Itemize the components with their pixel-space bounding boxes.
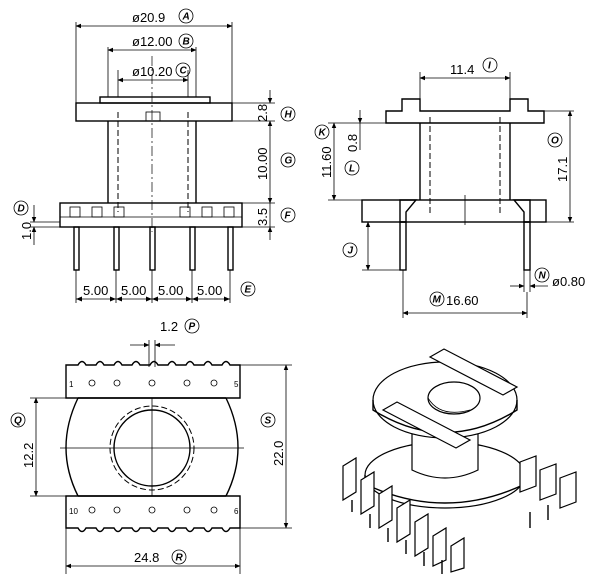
dim-pin-diameter: ø0.80	[552, 274, 585, 289]
tag-m: M	[433, 295, 442, 306]
tag-j: J	[348, 246, 354, 257]
pin-label-1: 1	[69, 380, 74, 389]
dim-pitch-3: 5.00	[158, 283, 183, 298]
bottom-comb-holes	[88, 506, 218, 514]
dim-width: 12.2	[21, 443, 36, 468]
tag-i: I	[488, 61, 491, 72]
dim-pitch-1: 5.00	[83, 283, 108, 298]
tag-a: A	[182, 12, 190, 23]
tag-n: N	[539, 271, 547, 282]
dim-slot: 1.2	[160, 319, 178, 334]
dim-outer-diameter: ø20.9	[132, 10, 165, 25]
tag-o: O	[551, 136, 559, 147]
pin-label-10: 10	[69, 507, 78, 516]
dim-top-width: 11.4	[450, 62, 474, 77]
tag-l: L	[349, 164, 355, 175]
dim-winding-height: 10.00	[255, 147, 270, 180]
tag-b: B	[183, 37, 190, 48]
pin-label-6: 6	[234, 507, 239, 516]
dim-pin-standoff: 1.0	[19, 222, 34, 240]
dim-wall: 0.8	[345, 134, 360, 152]
dim-core-inner: ø10.20	[132, 64, 172, 79]
tag-c: C	[180, 66, 188, 77]
tag-f: F	[285, 211, 292, 222]
pin-label-5: 5	[234, 380, 239, 389]
tag-h: H	[285, 110, 293, 121]
iso-right-tabs	[519, 455, 577, 509]
tag-k: K	[319, 128, 327, 139]
dim-pitch-2: 5.00	[121, 283, 146, 298]
top-comb-holes	[88, 379, 218, 387]
iso-pins	[351, 500, 549, 574]
tag-r: R	[176, 553, 184, 564]
base-slots	[60, 206, 242, 218]
dim-core-outer: ø12.00	[132, 34, 172, 49]
tag-g: G	[285, 156, 293, 167]
tag-d: D	[18, 204, 25, 215]
dim-pin-span: 16.60	[446, 293, 479, 308]
tag-e: E	[245, 285, 252, 296]
dim-length: 24.8	[134, 550, 159, 565]
front-pins	[73, 226, 234, 271]
tag-p: P	[189, 322, 196, 333]
iso-left-tabs	[342, 456, 465, 573]
dim-height: 22.0	[271, 441, 286, 466]
tag-q: Q	[14, 416, 22, 427]
isometric-view	[342, 348, 577, 574]
dim-total-height: 17.1	[555, 157, 570, 182]
tag-s: S	[265, 416, 272, 427]
bottom-view: 1 5 10 6 1.2 P 12.2 Q 22.0	[10, 318, 292, 574]
dim-pitch-4: 5.00	[197, 283, 222, 298]
front-view: ø20.9 A ø12.00 B ø10.20 C 2.8 H 10.00 G …	[13, 8, 296, 303]
dim-top-flange: 2.8	[255, 104, 270, 122]
dim-base-height: 3.5	[255, 208, 270, 226]
side-view: 11.4 I 11.60 K 0.8 L 17.1 O J	[314, 57, 585, 318]
dim-body-height: 11.60	[319, 146, 334, 178]
